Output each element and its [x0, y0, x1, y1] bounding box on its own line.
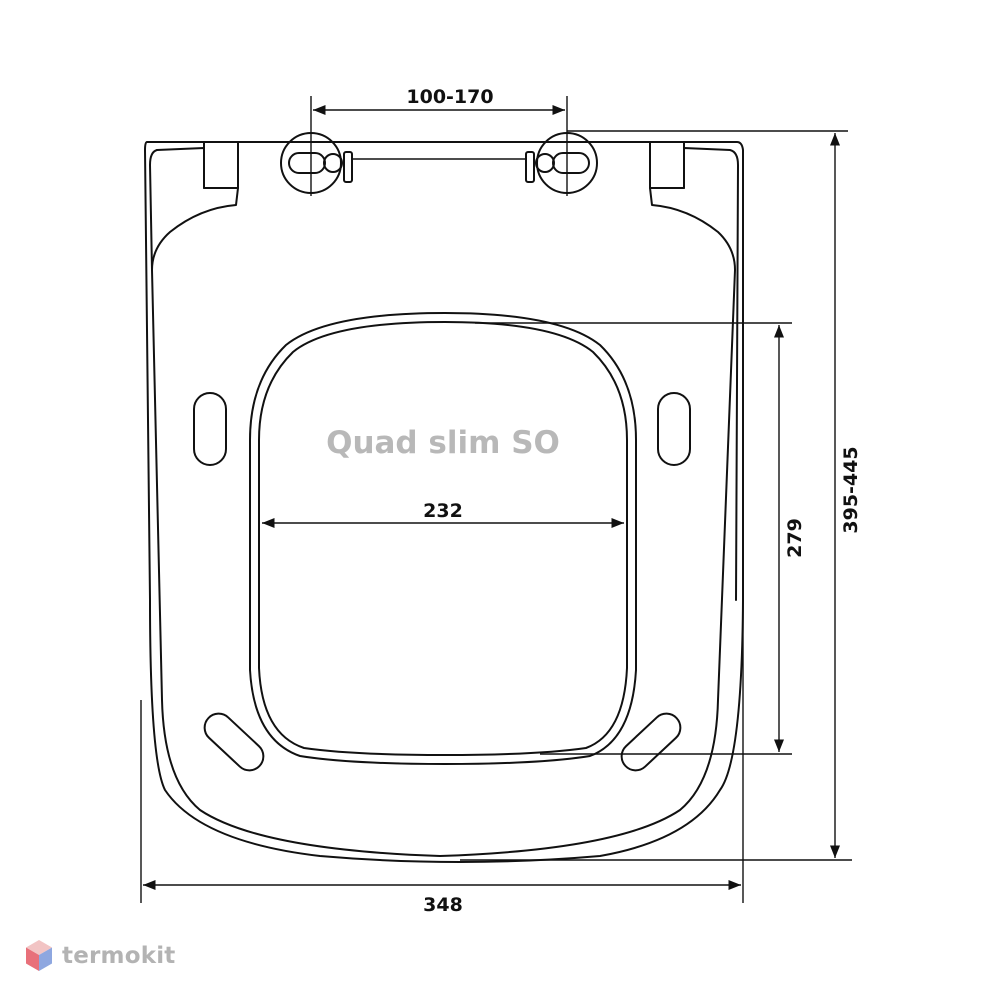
opening-outer-outline — [249, 312, 637, 765]
termokit-hexagon-icon — [26, 940, 52, 971]
seat-length-label: 395-445 — [840, 446, 862, 533]
right-lower-bumper — [620, 712, 682, 772]
left-hinge-block — [203, 141, 239, 189]
model-name-label: Quad slim SO — [326, 425, 560, 461]
brand-logo: termokit — [24, 934, 175, 978]
right-hinge-block — [649, 141, 685, 189]
seat-inner-outline — [151, 147, 739, 857]
total-width-label: 348 — [423, 894, 463, 916]
opening-width-label: 232 — [423, 500, 463, 522]
left-bumper — [193, 392, 227, 466]
left-lower-bumper — [203, 712, 265, 772]
opening-length-label: 279 — [784, 518, 806, 558]
hinge-spacing-label: 100-170 — [406, 86, 493, 108]
opening-inner-outline — [258, 321, 628, 756]
brand-name: termokit — [62, 943, 176, 969]
seat-inner-left-edge — [149, 149, 158, 271]
seat-outer-outline — [144, 141, 744, 863]
right-bumper — [657, 392, 691, 466]
